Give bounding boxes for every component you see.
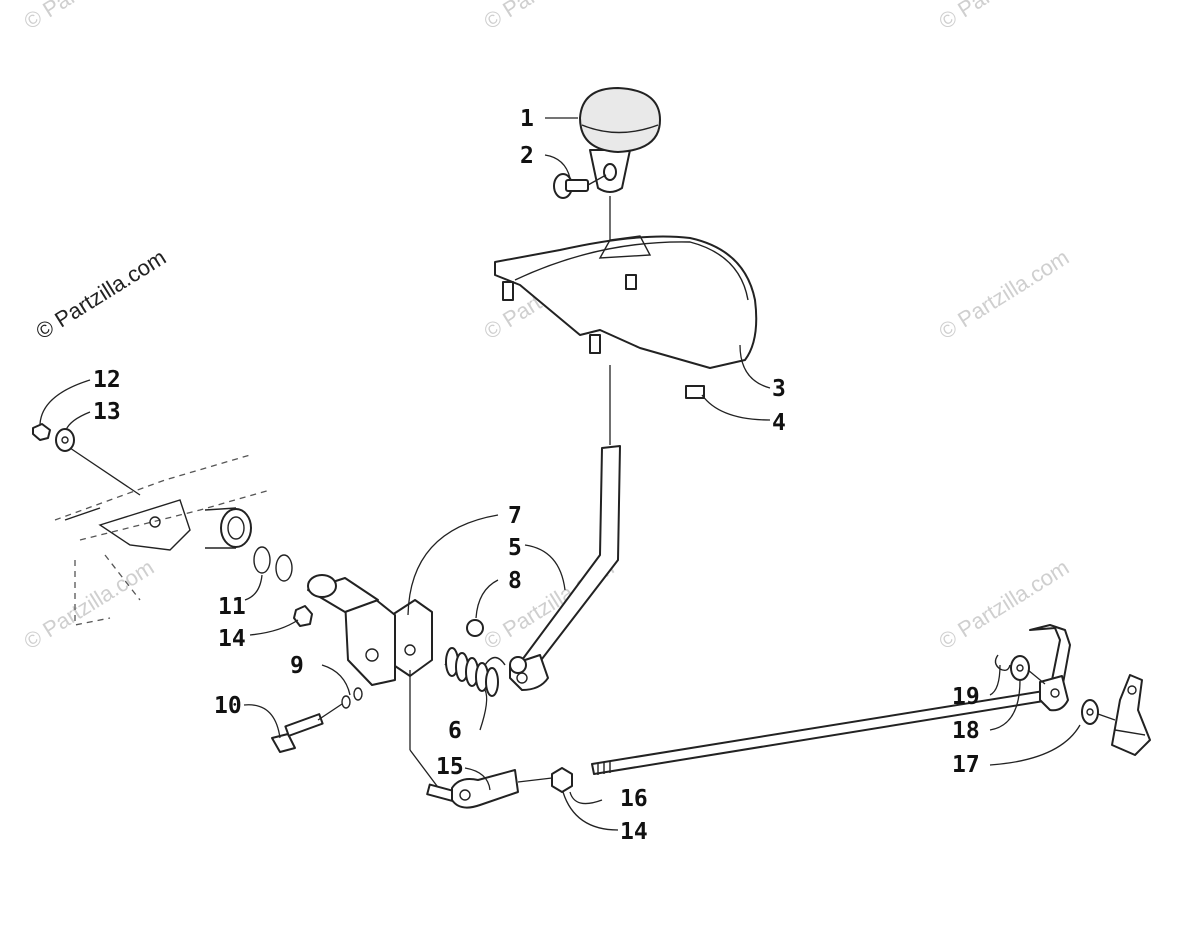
shift-rod: [591, 624, 1071, 775]
lock-nut-left: [293, 605, 313, 627]
callout-labels: 1 2 3 4 7 5 8 9 6 10 11 14 12 13 15 16 1…: [93, 106, 980, 845]
shift-bracket: [344, 594, 433, 686]
rod-washers: [994, 654, 1099, 725]
callout-14-right: 14: [620, 819, 648, 845]
watermark-faint: © Partzilla.com: [934, 554, 1073, 654]
watermark-faint: © Partzilla.com: [934, 244, 1073, 344]
callout-10: 10: [214, 693, 242, 719]
watermark-faint: © Partzilla.com: [19, 0, 158, 34]
pivot-bolt: [271, 713, 324, 753]
callout-6: 6: [448, 718, 462, 744]
e-clips: [341, 687, 363, 709]
callout-15: 15: [436, 754, 464, 780]
callout-17: 17: [952, 752, 980, 778]
knob-screw: [553, 173, 589, 199]
callout-11: 11: [218, 594, 246, 620]
o-rings: [253, 546, 293, 582]
shift-cover: [494, 235, 758, 369]
frame-outline: [54, 454, 271, 626]
watermark-main: © Partzilla.com: [31, 244, 170, 344]
shift-lever: [509, 445, 621, 691]
callout-3: 3: [772, 376, 786, 402]
pivot-shaft: [307, 574, 379, 613]
shift-knob: [579, 87, 661, 193]
bushing: [466, 619, 484, 637]
bolt-washer: [32, 423, 75, 452]
callout-18: 18: [952, 718, 980, 744]
watermark-faint: © Partzilla.com: [934, 0, 1073, 34]
callout-4: 4: [772, 410, 786, 436]
cover-clip: [685, 385, 705, 399]
callout-7: 7: [508, 503, 522, 529]
spring: [444, 647, 506, 697]
callout-12: 12: [93, 367, 121, 393]
callout-14-left: 14: [218, 626, 246, 652]
callout-2: 2: [520, 143, 534, 169]
callout-1: 1: [520, 106, 534, 132]
lock-nut-right: [551, 767, 573, 793]
rod-end: [426, 769, 519, 809]
watermark-faint: © Partzilla.com: [19, 554, 158, 654]
callout-5: 5: [508, 535, 522, 561]
faint-watermarks: © Partzilla.com © Partzilla.com © Partzi…: [19, 0, 1073, 654]
callout-9: 9: [290, 653, 304, 679]
callout-13: 13: [93, 399, 121, 425]
callout-8: 8: [508, 568, 522, 594]
watermark-faint: © Partzilla.com: [479, 0, 618, 34]
transmission-shift-arm: [1111, 674, 1151, 756]
callout-19: 19: [952, 684, 980, 710]
callout-16: 16: [620, 786, 648, 812]
